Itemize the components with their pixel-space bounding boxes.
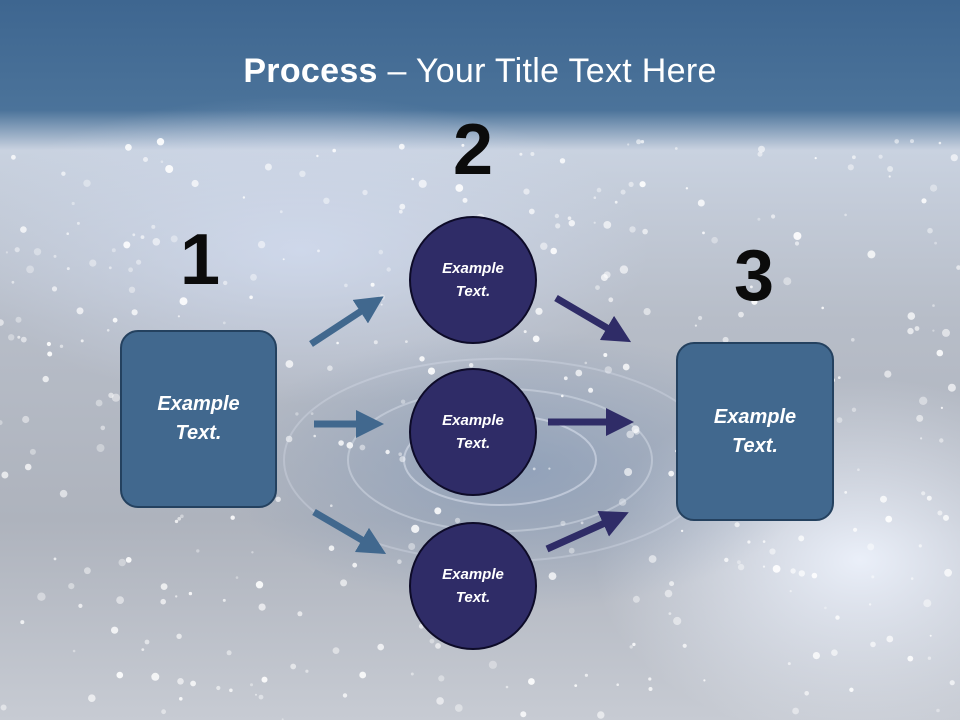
right-box-label: Example Text. [713, 405, 797, 457]
step-number-3: 3 [733, 236, 775, 316]
arrow-left-to-bottom [312, 508, 387, 555]
step-number-2: 2 [452, 110, 494, 190]
left-box: Example Text. [120, 330, 277, 508]
circle-top-label: Example Text. [442, 260, 504, 300]
circle-middle: Example Text. [409, 368, 537, 496]
title-rest: – Your Title Text Here [377, 52, 717, 90]
circle-middle-label: Example Text. [442, 412, 504, 452]
arrow-top-to-right [554, 294, 632, 343]
circle-top: Example Text. [409, 216, 537, 344]
arrow-left-to-top [309, 296, 384, 347]
slide-title: Process – Your Title Text Here [0, 52, 960, 91]
left-box-label: Example Text. [157, 393, 240, 444]
arrow-bottom-to-right [545, 510, 629, 553]
right-box: Example Text. [676, 342, 834, 521]
circle-bottom-label: Example Text. [442, 566, 504, 606]
title-bold: Process [243, 52, 378, 90]
circle-bottom: Example Text. [409, 522, 537, 650]
step-number-1: 1 [179, 220, 221, 300]
